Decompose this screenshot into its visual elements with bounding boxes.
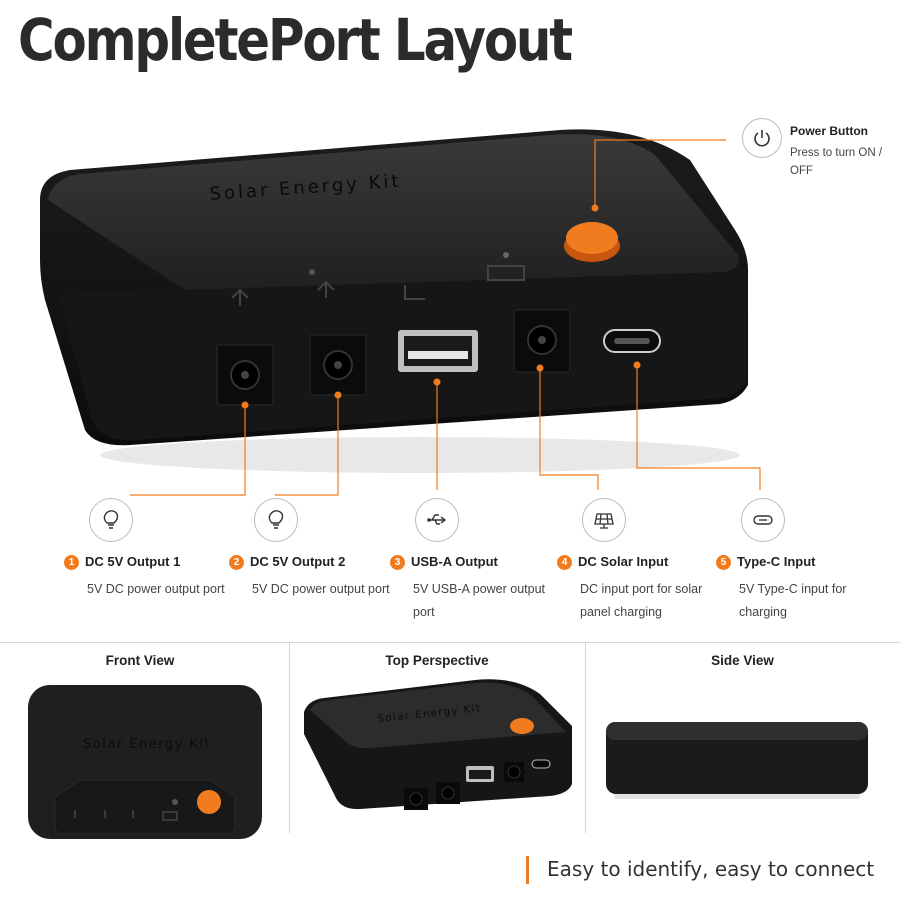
feature-number: 2 — [229, 555, 244, 570]
tagline: Easy to identify, easy to connect — [547, 857, 875, 881]
feature-number: 3 — [390, 555, 405, 570]
solar-panel-icon — [582, 498, 626, 542]
feature-desc: 5V USB-A power output port — [413, 582, 546, 619]
feature-desc: 5V DC power output port — [87, 582, 225, 596]
feature-title: DC Solar Input — [578, 554, 669, 569]
feature-desc: 5V DC power output port — [252, 582, 390, 596]
feature-title: DC 5V Output 2 — [250, 554, 346, 569]
feature-number: 1 — [64, 555, 79, 570]
top-perspective-image: Solar Energy Kit — [304, 679, 572, 810]
tagline-accent-bar — [526, 856, 529, 884]
usb-icon — [415, 498, 459, 542]
power-button-title: Power Button — [790, 124, 868, 138]
top-perspective-title: Top Perspective — [385, 653, 489, 668]
side-view-image — [606, 722, 868, 799]
feature-desc: 5V Type-C input for charging — [739, 582, 847, 619]
front-view-title: Front View — [105, 653, 175, 668]
power-icon — [742, 118, 782, 158]
feature-number: 4 — [557, 555, 572, 570]
power-button-desc: Press to turn ON / OFF — [790, 147, 883, 177]
light-bulb-icon — [89, 498, 133, 542]
page-title: CompletePort Layout — [18, 6, 573, 74]
feature-title: DC 5V Output 1 — [85, 554, 181, 569]
view-divider — [585, 643, 586, 833]
type-c-icon — [741, 498, 785, 542]
feature-title: Type-C Input — [737, 554, 816, 569]
feature-number: 5 — [716, 555, 731, 570]
side-view-title: Side View — [711, 653, 774, 668]
view-divider — [289, 643, 290, 833]
feature-title: USB-A Output — [411, 554, 498, 569]
front-view-image: Solar Energy Kit — [28, 685, 262, 839]
front-device-label: Solar Energy Kit — [83, 737, 211, 752]
feature-desc: DC input port for solar panel charging — [580, 582, 703, 619]
device-hero-image: Solar Energy Kit — [40, 129, 761, 496]
section-divider — [0, 642, 900, 643]
light-bulb-icon — [254, 498, 298, 542]
